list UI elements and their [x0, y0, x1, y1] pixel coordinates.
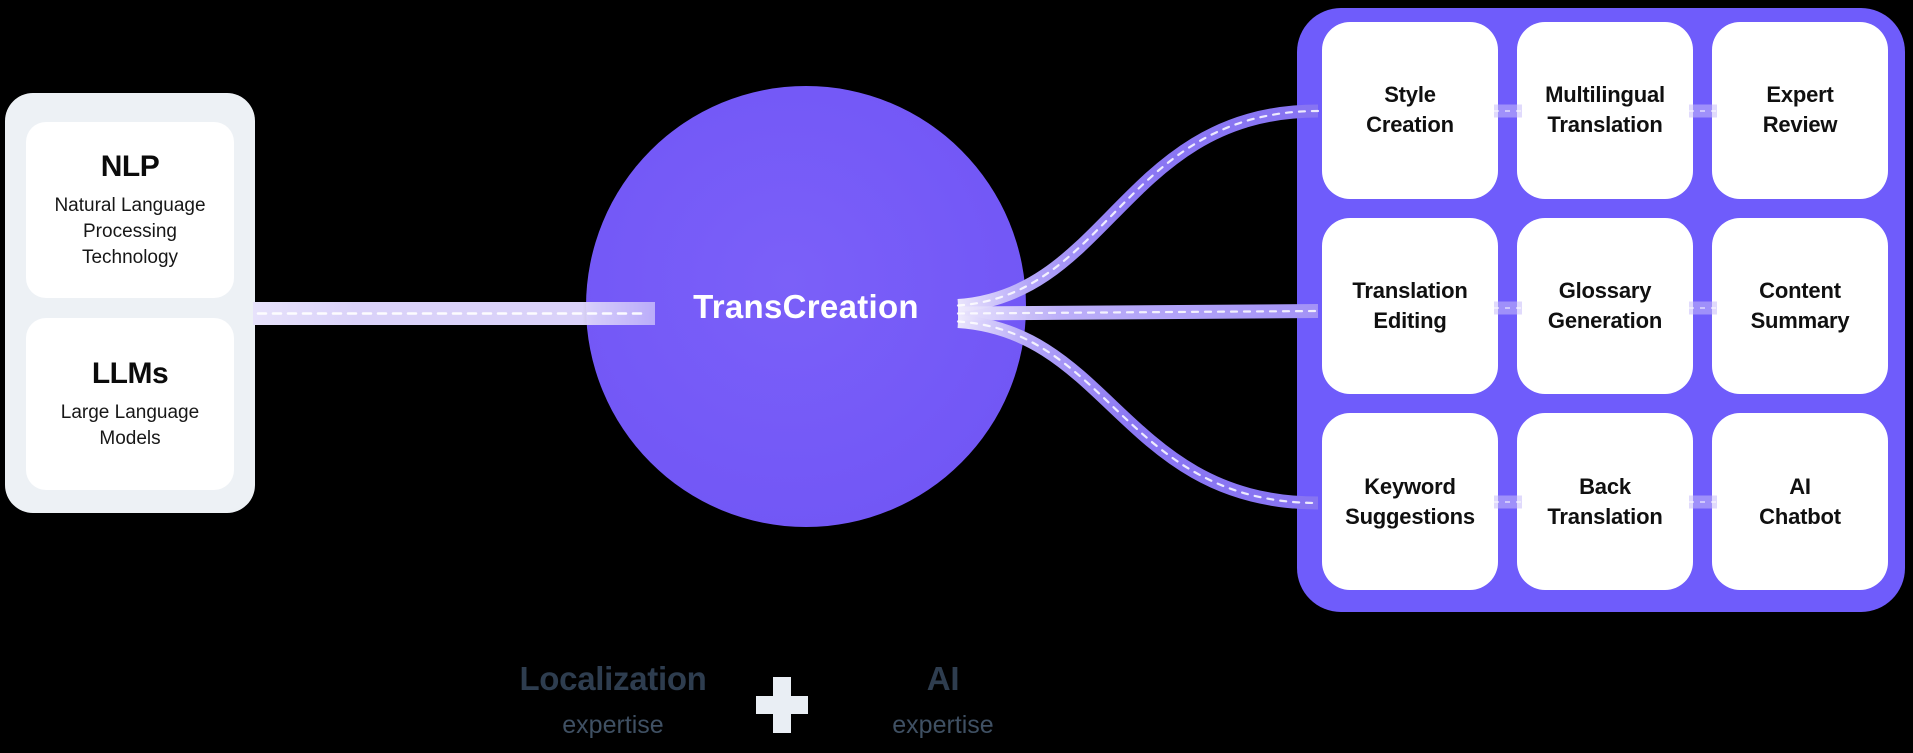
plus-icon [756, 677, 808, 733]
localization-expertise-label: Localization expertise [453, 660, 773, 740]
feature-card-multilingual-translation: Multilingual Translation [1517, 22, 1693, 199]
feature-line: Style [1384, 82, 1436, 108]
llms-line: Models [99, 427, 161, 449]
nlp-title: NLP [100, 149, 160, 183]
feature-line: Summary [1750, 307, 1850, 333]
feature-line: Creation [1366, 112, 1454, 138]
feature-card-glossary-generation: Glossary Generation [1517, 217, 1693, 395]
feature-card-content-summary: Content Summary [1712, 217, 1888, 395]
feature-line: Editing [1373, 307, 1447, 333]
feature-card-ai-chatbot: AI Chatbot [1712, 413, 1888, 590]
feature-line: Content [1759, 277, 1841, 303]
feature-card-style-creation: Style Creation [1322, 22, 1498, 199]
feature-line: Multilingual [1545, 82, 1665, 108]
feature-card-back-translation: Back Translation [1517, 413, 1693, 590]
feature-line: Back [1579, 473, 1631, 499]
feature-card-keyword-suggestions: Keyword Suggestions [1322, 413, 1498, 590]
transcreation-circle: TransCreation [586, 86, 1026, 527]
feature-line: Review [1762, 112, 1838, 138]
feature-card-translation-editing: Translation Editing [1322, 217, 1498, 395]
feature-line: Expert [1766, 82, 1834, 108]
features-grid: Style Creation Multilingual Translation … [1297, 8, 1905, 612]
ai-expertise-label: AI expertise [783, 660, 1103, 740]
circle-label: TransCreation [693, 287, 919, 325]
nlp-line: Technology [81, 246, 179, 268]
feature-line: Translation [1547, 112, 1663, 138]
nlp-card: NLP Natural Language Processing Technolo… [26, 122, 234, 298]
feature-line: Chatbot [1759, 503, 1841, 529]
feature-card-expert-review: Expert Review [1712, 22, 1888, 199]
ai-subtitle: expertise [892, 711, 994, 739]
feature-line: Glossary [1558, 277, 1652, 303]
nlp-line: Natural Language [54, 194, 206, 216]
feature-line: Translation [1352, 277, 1468, 303]
ai-title: AI [926, 660, 960, 697]
inputs-panel: NLP Natural Language Processing Technolo… [5, 93, 255, 513]
nlp-line: Processing [83, 220, 177, 242]
feature-line: Suggestions [1345, 503, 1475, 529]
feature-line: Generation [1547, 307, 1663, 333]
feature-line: AI [1789, 473, 1811, 499]
plus-icon-bar [773, 677, 791, 733]
feature-line: Translation [1547, 503, 1663, 529]
llms-line: Large Language [60, 401, 200, 423]
localization-subtitle: expertise [562, 711, 664, 739]
llms-title: LLMs [91, 356, 169, 390]
localization-title: Localization [519, 660, 707, 697]
feature-line: Keyword [1364, 473, 1456, 499]
llms-card: LLMs Large Language Models [26, 318, 234, 490]
